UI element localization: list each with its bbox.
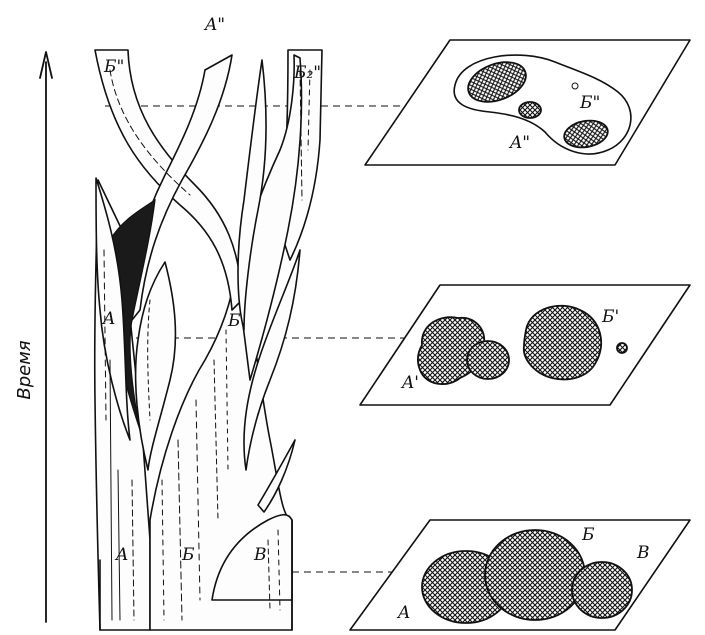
label-bot-B: Б: [181, 545, 195, 565]
label-top-A-double-prime: A": [203, 15, 225, 35]
plane-middle-label-A: A': [400, 373, 419, 393]
label-top-B-double-prime: Б": [103, 57, 124, 77]
label-mid-B: Б: [227, 311, 241, 331]
plane-top: A" Б": [365, 40, 690, 165]
plane-bottom: A Б B: [350, 520, 690, 630]
label-bot-V: B: [253, 545, 267, 565]
phylogenetic-stem: [95, 50, 322, 630]
plane-top-label-B: Б": [579, 93, 600, 113]
plane-middle: A' Б': [360, 285, 690, 405]
plane-middle-dot: [617, 343, 627, 353]
plane-top-blob-2: [519, 102, 541, 118]
plane-top-dot: [572, 83, 578, 89]
plane-bottom-label-A: A: [396, 603, 410, 623]
plane-bottom-blob-V: [572, 562, 632, 618]
label-bot-A: A: [114, 545, 128, 565]
plane-middle-blob-2: [467, 341, 509, 379]
time-axis: Время: [14, 52, 52, 622]
plane-bottom-blob-B: [485, 530, 585, 620]
label-top-B2-double-prime: Б₂": [293, 63, 321, 83]
plane-middle-blob-3: [524, 306, 601, 380]
plane-middle-label-B: Б': [601, 307, 619, 327]
plane-bottom-label-B: Б: [581, 525, 595, 545]
plane-bottom-label-V: B: [636, 543, 650, 563]
plane-top-label-A: A": [508, 133, 530, 153]
label-mid-A: A: [101, 309, 115, 329]
time-axis-label: Время: [14, 340, 35, 399]
